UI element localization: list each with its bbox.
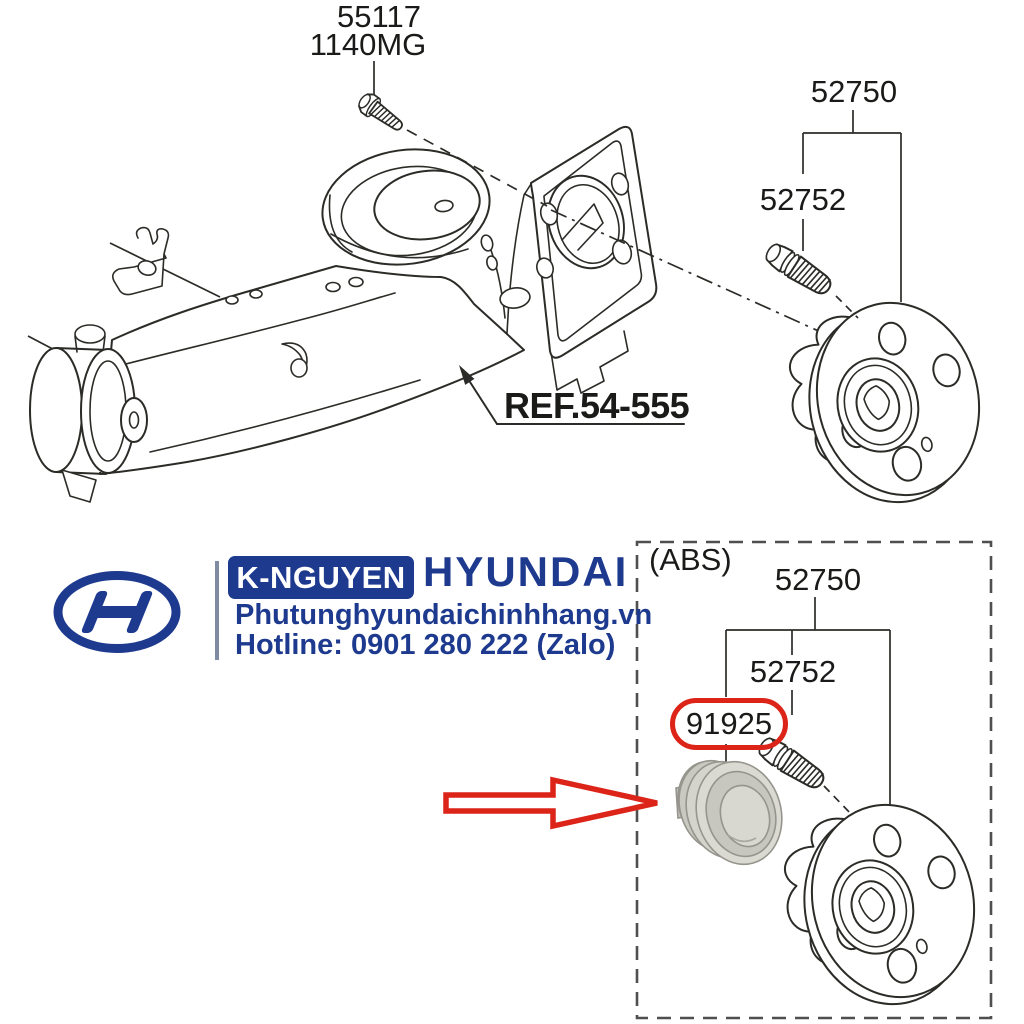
part-label-52750-abs: 52750 [774, 562, 862, 597]
ref-label: REF.54-555 [504, 385, 690, 426]
alignment-centerline [550, 209, 846, 344]
part-label-91925: 91925 [685, 706, 773, 741]
axle-beam-illustration [27, 125, 658, 503]
part-label-55117: 55117 [337, 0, 421, 34]
part-label-1140mg: 1140MG [309, 27, 427, 62]
ref-callout [459, 365, 685, 425]
watermark-divider [215, 561, 219, 660]
bolt-55117-illustration [354, 89, 409, 138]
red-highlight-arrow-icon [443, 776, 658, 830]
upper-callout-lines [373, 61, 902, 302]
hub-bolt-illustration-upper [761, 238, 837, 301]
hotline-text: Hotline: 0901 280 222 (Zalo) [235, 629, 616, 661]
wheel-hub-illustration-upper [772, 284, 1002, 525]
wheel-hub-illustration-abs [767, 786, 997, 1024]
abs-label: (ABS) [649, 542, 732, 577]
abs-callout-lines [725, 597, 891, 806]
part-label-91925-highlight: 91925 [670, 698, 788, 750]
part-label-52752: 52752 [759, 182, 847, 217]
website-text: Phutunghyundaichinhhang.vn [235, 599, 653, 631]
hyundai-logo-icon [53, 571, 181, 653]
part-label-52752-abs: 52752 [749, 654, 837, 689]
sensor-cap-illustration [675, 759, 783, 866]
part-label-52750: 52750 [810, 74, 898, 109]
brand-wordmark: HYUNDAI [423, 548, 629, 595]
brand-badge: K-NGUYEN [228, 556, 414, 599]
